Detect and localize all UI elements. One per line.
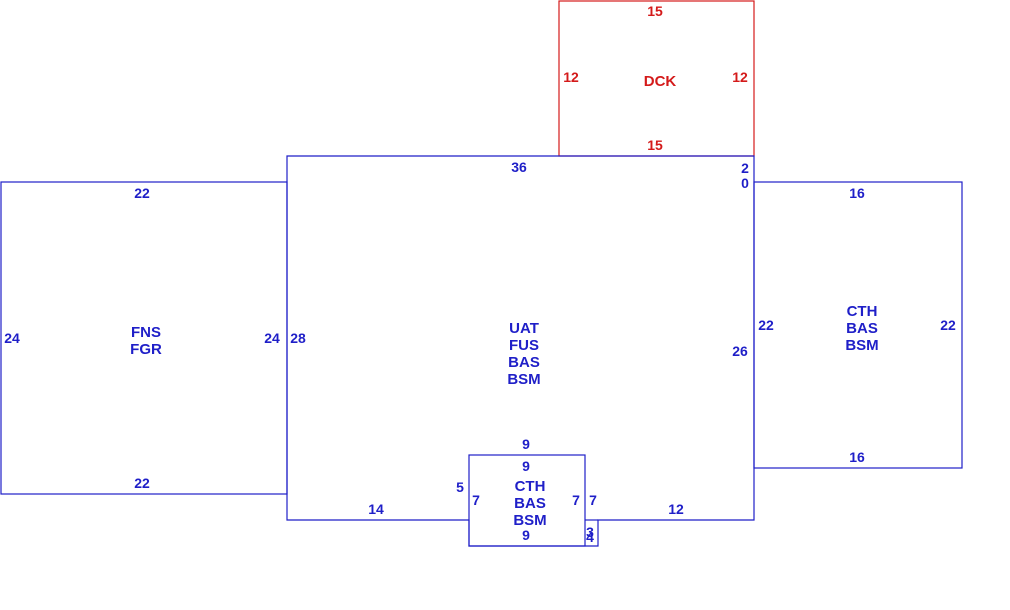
bottom-dim-top-outer: 9 bbox=[522, 436, 530, 452]
right-dim-bottom: 16 bbox=[849, 449, 865, 465]
right-code-1: CTH bbox=[847, 303, 878, 320]
bottom-dim-notch-a: 3 bbox=[586, 524, 594, 540]
left-dim-right: 24 bbox=[264, 330, 280, 346]
deck-dim-bottom: 15 bbox=[647, 137, 663, 153]
left-dim-bottom: 22 bbox=[134, 475, 150, 491]
main-dim-bottom-right: 12 bbox=[668, 501, 684, 517]
left-dim-top: 22 bbox=[134, 185, 150, 201]
right-code-2: BAS bbox=[846, 320, 878, 337]
main-dim-jog-bottom: 0 bbox=[741, 175, 749, 191]
bottom-code-1: CTH bbox=[515, 478, 546, 495]
main-code-4: BSM bbox=[507, 371, 540, 388]
bottom-dim-left-inner: 7 bbox=[472, 492, 480, 508]
left-area-outline bbox=[0, 181, 288, 495]
main-dim-top: 36 bbox=[511, 159, 527, 175]
bottom-dim-bottom: 9 bbox=[522, 527, 530, 543]
main-dim-bottom-left: 14 bbox=[368, 501, 384, 517]
bottom-code-3: BSM bbox=[513, 512, 546, 529]
right-code-3: BSM bbox=[845, 337, 878, 354]
deck-dim-top: 15 bbox=[647, 3, 663, 19]
main-code-1: UAT bbox=[509, 320, 539, 337]
left-code-2: FGR bbox=[130, 341, 162, 358]
main-dim-left: 28 bbox=[290, 330, 306, 346]
main-code-3: BAS bbox=[508, 354, 540, 371]
left-code-1: FNS bbox=[131, 324, 161, 341]
deck-dim-right: 12 bbox=[732, 69, 748, 85]
bottom-dim-notch-b: 4 bbox=[586, 529, 594, 545]
bottom-dim-left-outer: 5 bbox=[456, 479, 464, 495]
main-dim-jog-top: 2 bbox=[741, 160, 749, 176]
main-dim-right: 26 bbox=[732, 343, 748, 359]
bottom-area-outline bbox=[468, 454, 586, 547]
right-dim-left: 22 bbox=[758, 317, 774, 333]
bottom-dim-right-inner: 7 bbox=[572, 492, 580, 508]
deck-label: DCK bbox=[644, 73, 677, 90]
bottom-code-2: BAS bbox=[514, 495, 546, 512]
right-area-outline bbox=[753, 181, 963, 469]
main-code-2: FUS bbox=[509, 337, 539, 354]
deck-dim-left: 12 bbox=[563, 69, 579, 85]
right-dim-top: 16 bbox=[849, 185, 865, 201]
bottom-dim-right-outer: 7 bbox=[589, 492, 597, 508]
left-dim-left: 24 bbox=[4, 330, 20, 346]
bottom-dim-top-inner: 9 bbox=[522, 458, 530, 474]
right-dim-right: 22 bbox=[940, 317, 956, 333]
